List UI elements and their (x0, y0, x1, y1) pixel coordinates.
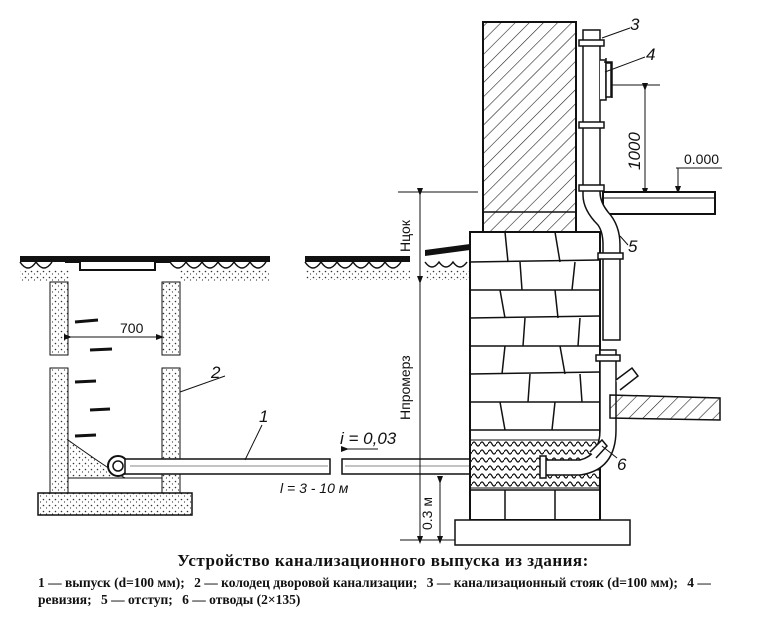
length-label: l = 3 - 10 м (280, 480, 349, 496)
label-2: 2 (210, 363, 221, 382)
figure-legend: 1 — выпуск (d=100 мм); 2 — колодец дворо… (38, 574, 738, 608)
label-4: 4 (646, 45, 655, 64)
label-3: 3 (630, 15, 640, 34)
legend-item: 2 — колодец дворовой канализации; (194, 575, 418, 590)
label-5: 5 (628, 237, 638, 256)
figure-caption: Устройство канализационного выпуска из з… (177, 551, 589, 570)
inlet-pipe (609, 394, 721, 421)
well-width-label: 700 (120, 320, 144, 336)
label-6: 6 (617, 455, 627, 474)
legend-item: 4 — ревизия; (38, 575, 711, 607)
leader-lines (179, 27, 646, 461)
plinth-height-label: Нцок (397, 219, 413, 252)
building-wall (454, 21, 631, 546)
min-depth-label: 0.3 м (419, 497, 435, 530)
freeze-depth-label: Нпромерз (397, 355, 413, 420)
legend-item: 5 — отступ; (100, 592, 173, 607)
legend-item: 3 — канализационный стояк (d=100 мм); (426, 575, 678, 590)
legend-item: 6 — отводы (2×135) (182, 592, 301, 607)
sewer-riser (539, 29, 640, 479)
legend-item: 1 — выпуск (d=100 мм); (38, 575, 185, 590)
floor-level-label: 0.000 (684, 151, 719, 167)
slope-label: i = 0,03 (340, 429, 397, 448)
label-1: 1 (259, 407, 268, 426)
revision-height-label: 1000 (625, 132, 644, 170)
dimension-lines (398, 83, 722, 544)
yard-manhole-well (19, 256, 270, 516)
floor-slab (602, 191, 716, 215)
ground-surface (304, 244, 470, 280)
